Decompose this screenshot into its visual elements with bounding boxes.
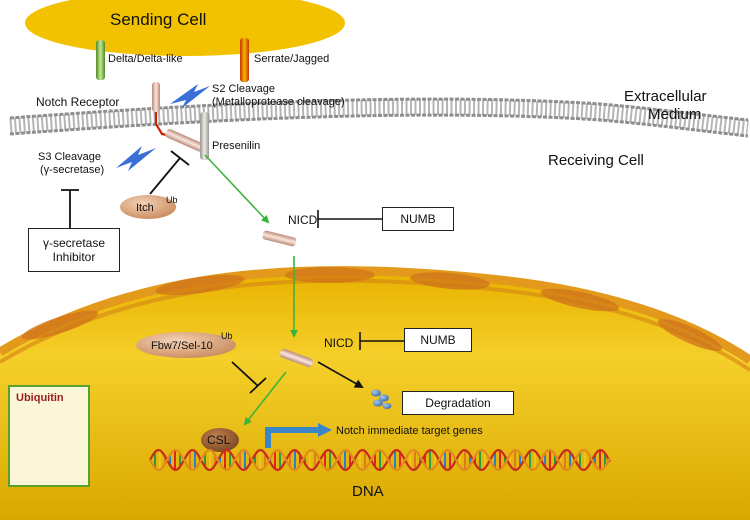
s3-cleavage-label: S3 Cleavage (38, 151, 101, 163)
presenilin (200, 112, 209, 160)
extracellular-label: Extracellular (624, 88, 707, 105)
nicd-nuclear-label: NICD (324, 336, 354, 350)
sending-cell (25, 0, 345, 56)
presenilin-label: Presenilin (212, 140, 260, 152)
dna-label: DNA (352, 483, 384, 500)
numb-inhibition-1 (317, 210, 382, 228)
inhibitor-box-line2: Inhibitor (52, 250, 96, 264)
gamma-secretase-inhibitor-box: γ-secretase Inhibitor (28, 228, 120, 272)
itch-protein (120, 195, 176, 219)
notch-receptor-intracellular (165, 128, 204, 152)
numb-box-nucleus: NUMB (404, 328, 472, 352)
nicd-cytoplasmic (262, 230, 297, 247)
receiving-cell-label: Receiving Cell (548, 152, 644, 169)
plasma-membrane (9, 99, 749, 136)
activation-arrow-3 (243, 371, 287, 426)
delta-label: Delta/Delta-like (108, 53, 183, 65)
dna-strand (149, 448, 611, 472)
serrate-ligand (240, 38, 249, 82)
extracellular-sublabel: Medium (648, 106, 701, 123)
notch-receptor-extracellular (152, 82, 160, 112)
nicd-cytoplasmic-label: NICD (288, 213, 318, 227)
target-gene-arrowhead (318, 423, 332, 437)
delta-ligand (96, 40, 105, 80)
numb-box-cytoplasm: NUMB (382, 207, 454, 231)
numb-box-nucleus-label: NUMB (420, 333, 456, 347)
itch-inhibition (149, 150, 190, 195)
degradation-box-label: Degradation (425, 396, 491, 410)
numb-box-cytoplasm-label: NUMB (400, 212, 436, 226)
target-genes-label: Notch immediate target genes (336, 425, 483, 437)
fbw7-inhibition (231, 361, 267, 394)
degradation-box: Degradation (402, 391, 514, 415)
dna-helix (149, 448, 611, 472)
s3-cleavage-bolt-icon (116, 146, 156, 171)
s2-cleavage-sublabel: (Metalloprotease cleavage) (212, 96, 345, 108)
inhibitor-tbar (61, 189, 79, 228)
csl-protein (201, 428, 239, 452)
itch-ub-label: Ub (166, 195, 178, 205)
degradation-arrow (317, 361, 364, 388)
s2-cleavage-label: S2 Cleavage (212, 83, 275, 95)
csl-label: CSL (207, 433, 231, 447)
itch-label: Itch (136, 202, 154, 214)
nuclear-envelope-segments (21, 267, 723, 352)
numb-inhibition-2 (359, 332, 404, 350)
notch-receptor-label: Notch Receptor (36, 95, 119, 109)
plasma-membrane-outer (9, 97, 749, 122)
activation-arrow-1 (204, 154, 270, 224)
ubiquitin-label: Ubiquitin (16, 392, 64, 404)
nicd-nuclear (279, 348, 314, 368)
fbw7-protein (136, 332, 236, 358)
fbw7-label: Fbw7/Sel-10 (151, 340, 213, 352)
s3-cleavage-sublabel: (γ-secretase) (40, 164, 104, 176)
dna-strand (149, 448, 611, 472)
fbw7-ub-label: Ub (221, 331, 233, 341)
sending-cell-label: Sending Cell (110, 10, 206, 29)
ubiquitin-panel: Ubiquitin (8, 385, 90, 487)
target-gene-arrow-icon (265, 427, 320, 448)
serrate-label: Serrate/Jagged (254, 53, 329, 65)
degradation-fragments-icon (371, 389, 392, 409)
plasma-membrane-inner (9, 113, 749, 138)
s2-cleavage-bolt-icon (170, 84, 210, 108)
inhibitor-box-line1: γ-secretase (42, 236, 106, 250)
